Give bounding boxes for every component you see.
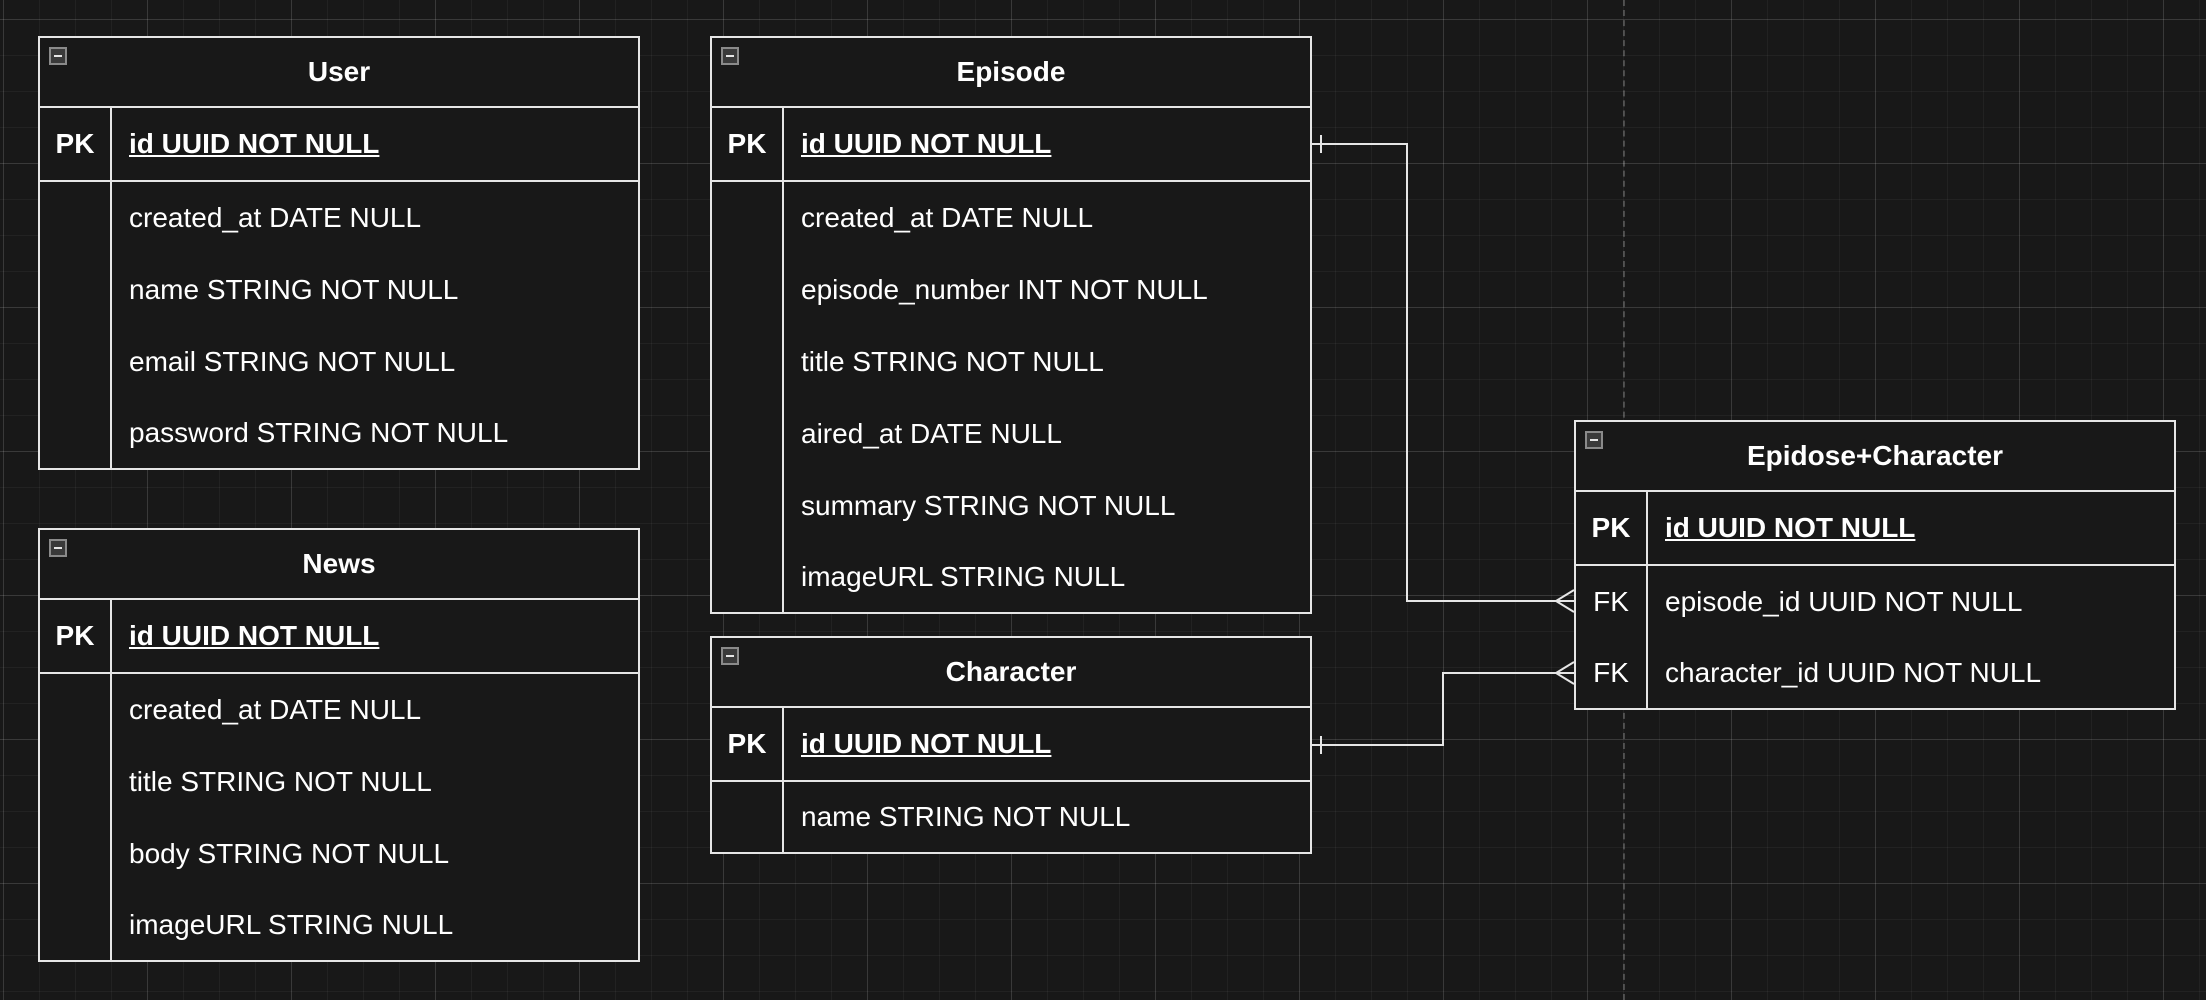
fk-row-character[interactable]: FK character_id UUID NOT NULL <box>1576 638 2174 708</box>
key-cell <box>40 326 112 398</box>
fk-field: character_id UUID NOT NULL <box>1665 657 2042 688</box>
collapse-icon[interactable] <box>49 539 67 557</box>
field-text: title STRING NOT NULL <box>801 346 1104 377</box>
field-row[interactable]: created_at DATE NULL <box>712 182 1310 254</box>
crow-foot-marker <box>1554 589 1575 613</box>
pk-row[interactable]: PK id UUID NOT NULL <box>40 600 638 674</box>
key-cell <box>40 818 112 890</box>
field-text: password STRING NOT NULL <box>129 417 509 448</box>
entity-title: News <box>302 548 376 579</box>
field-text: email STRING NOT NULL <box>129 346 456 377</box>
field-text: name STRING NOT NULL <box>129 274 459 305</box>
pk-label: PK <box>40 108 112 180</box>
entity-title: Epidose+Character <box>1747 440 2003 471</box>
fk-label: FK <box>1576 566 1648 638</box>
entity-header[interactable]: Character <box>712 638 1310 708</box>
field-text: imageURL STRING NULL <box>129 909 454 940</box>
key-cell <box>40 746 112 818</box>
key-cell <box>712 326 784 398</box>
connector-line[interactable] <box>1312 143 1574 602</box>
field-row[interactable]: created_at DATE NULL <box>40 674 638 746</box>
entity-header[interactable]: Epidose+Character <box>1576 422 2174 492</box>
field-row[interactable]: created_at DATE NULL <box>40 182 638 254</box>
key-cell <box>712 398 784 470</box>
pk-label: PK <box>712 108 784 180</box>
key-cell <box>712 470 784 542</box>
pk-row[interactable]: PK id UUID NOT NULL <box>712 108 1310 182</box>
entity-title: Episode <box>956 56 1066 87</box>
key-cell <box>712 254 784 326</box>
collapse-icon[interactable] <box>721 47 739 65</box>
key-cell <box>40 890 112 960</box>
key-cell <box>40 254 112 326</box>
pk-label: PK <box>1576 492 1648 564</box>
connector-line[interactable] <box>1312 672 1574 746</box>
key-cell <box>712 782 784 852</box>
entity-character[interactable]: Character PK id UUID NOT NULL name STRIN… <box>710 636 1312 854</box>
pk-label: PK <box>40 600 112 672</box>
field-text: imageURL STRING NULL <box>801 561 1126 592</box>
field-text: aired_at DATE NULL <box>801 418 1062 449</box>
key-cell <box>712 542 784 612</box>
entity-header[interactable]: News <box>40 530 638 600</box>
entity-user[interactable]: User PK id UUID NOT NULL created_at DATE… <box>38 36 640 470</box>
pk-row[interactable]: PK id UUID NOT NULL <box>1576 492 2174 566</box>
key-cell <box>40 182 112 254</box>
field-row[interactable]: name STRING NOT NULL <box>712 782 1310 852</box>
pk-field: id UUID NOT NULL <box>801 728 1052 759</box>
field-row[interactable]: password STRING NOT NULL <box>40 398 638 468</box>
key-cell <box>712 182 784 254</box>
relationship-character-to-junction[interactable] <box>1312 661 1575 754</box>
collapse-icon[interactable] <box>1585 431 1603 449</box>
field-text: summary STRING NOT NULL <box>801 490 1176 521</box>
field-text: title STRING NOT NULL <box>129 766 432 797</box>
field-text: name STRING NOT NULL <box>801 801 1131 832</box>
field-row[interactable]: title STRING NOT NULL <box>712 326 1310 398</box>
field-row[interactable]: summary STRING NOT NULL <box>712 470 1310 542</box>
pk-field: id UUID NOT NULL <box>801 128 1052 159</box>
entity-episode[interactable]: Episode PK id UUID NOT NULL created_at D… <box>710 36 1312 614</box>
entity-header[interactable]: User <box>40 38 638 108</box>
pk-label: PK <box>712 708 784 780</box>
key-cell <box>40 398 112 468</box>
pk-field: id UUID NOT NULL <box>129 128 380 159</box>
fk-row-episode[interactable]: FK episode_id UUID NOT NULL <box>1576 566 2174 638</box>
field-row[interactable]: email STRING NOT NULL <box>40 326 638 398</box>
field-text: created_at DATE NULL <box>129 694 422 725</box>
field-row[interactable]: title STRING NOT NULL <box>40 746 638 818</box>
pk-row[interactable]: PK id UUID NOT NULL <box>712 708 1310 782</box>
entity-news[interactable]: News PK id UUID NOT NULL created_at DATE… <box>38 528 640 962</box>
collapse-icon[interactable] <box>49 47 67 65</box>
field-text: episode_number INT NOT NULL <box>801 274 1208 305</box>
fk-label: FK <box>1576 638 1648 708</box>
field-text: created_at DATE NULL <box>129 202 422 233</box>
field-text: created_at DATE NULL <box>801 202 1094 233</box>
pk-row[interactable]: PK id UUID NOT NULL <box>40 108 638 182</box>
field-text: body STRING NOT NULL <box>129 838 450 869</box>
field-row[interactable]: name STRING NOT NULL <box>40 254 638 326</box>
field-row[interactable]: body STRING NOT NULL <box>40 818 638 890</box>
entity-title: Character <box>945 656 1077 687</box>
field-row[interactable]: imageURL STRING NULL <box>40 890 638 960</box>
entity-episode-character[interactable]: Epidose+Character PK id UUID NOT NULL FK… <box>1574 420 2176 710</box>
pk-field: id UUID NOT NULL <box>129 620 380 651</box>
entity-header[interactable]: Episode <box>712 38 1310 108</box>
field-row[interactable]: aired_at DATE NULL <box>712 398 1310 470</box>
field-row[interactable]: imageURL STRING NULL <box>712 542 1310 612</box>
entity-title: User <box>307 56 371 87</box>
crow-foot-marker <box>1554 661 1575 685</box>
collapse-icon[interactable] <box>721 647 739 665</box>
relationship-episode-to-junction[interactable] <box>1312 135 1575 613</box>
pk-field: id UUID NOT NULL <box>1665 512 1916 543</box>
field-row[interactable]: episode_number INT NOT NULL <box>712 254 1310 326</box>
fk-field: episode_id UUID NOT NULL <box>1665 586 2023 617</box>
key-cell <box>40 674 112 746</box>
